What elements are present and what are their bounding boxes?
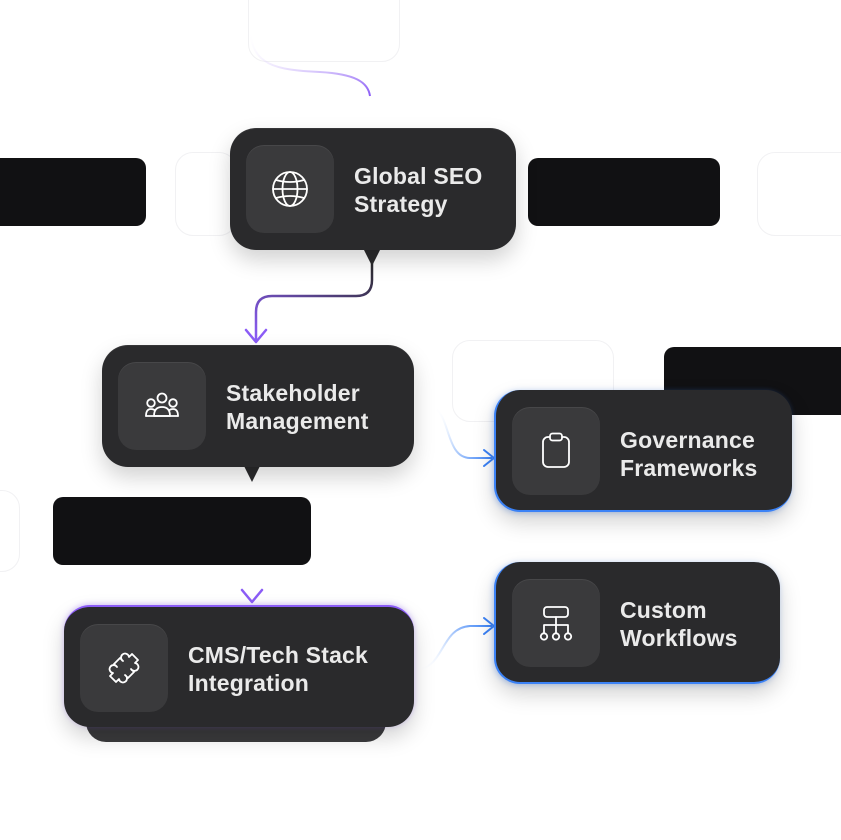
- globe-icon-box: [246, 145, 334, 233]
- clipboard-icon-box: [512, 407, 600, 495]
- node-label-line2: Management: [226, 408, 369, 434]
- node-label: Global SEO Strategy: [354, 162, 483, 218]
- node-governance-frameworks[interactable]: Governance Frameworks: [494, 390, 792, 512]
- placeholder-bar-mid-left: [53, 497, 311, 565]
- node-label-line2: Integration: [188, 670, 310, 696]
- port-stakeholder-bottom: [244, 466, 260, 482]
- node-label-line1: Global SEO: [354, 163, 483, 189]
- arrowhead-workflows: [483, 617, 495, 635]
- arrowhead-cms: [240, 588, 264, 604]
- node-label-line2: Strategy: [354, 191, 448, 217]
- ghost-card-left: [175, 152, 237, 236]
- node-global-seo-strategy[interactable]: Global SEO Strategy: [230, 128, 516, 250]
- node-label: Governance Frameworks: [620, 426, 758, 482]
- node-label-line2: Workflows: [620, 625, 738, 651]
- puzzle-icon-box: [80, 624, 168, 712]
- globe-icon: [272, 171, 308, 207]
- node-stakeholder-management[interactable]: Stakeholder Management: [102, 345, 414, 467]
- arrowhead-governance: [483, 449, 495, 467]
- node-custom-workflows[interactable]: Custom Workflows: [494, 562, 780, 684]
- hierarchy-icon: [539, 606, 573, 641]
- node-label: Stakeholder Management: [226, 379, 369, 435]
- people-group-icon-box: [118, 362, 206, 450]
- ghost-card-right: [757, 152, 841, 236]
- node-label-line1: Stakeholder: [226, 380, 360, 406]
- node-label-line1: Custom: [620, 597, 707, 623]
- arrowhead-stakeholder: [244, 328, 268, 344]
- placeholder-bar-left: [0, 158, 146, 226]
- node-cms-tech-stack-integration[interactable]: CMS/Tech Stack Integration: [64, 605, 414, 727]
- connector-seo-to-stakeholder: [254, 262, 374, 340]
- node-label: CMS/Tech Stack Integration: [188, 641, 368, 697]
- node-label-line1: CMS/Tech Stack: [188, 642, 369, 668]
- node-label-line1: Governance: [620, 427, 755, 453]
- people-group-icon: [145, 392, 179, 417]
- port-seo-bottom: [364, 250, 380, 266]
- ghost-card-far-left: [0, 490, 20, 572]
- placeholder-bar-right: [528, 158, 720, 226]
- ghost-card-top: [248, 0, 400, 62]
- node-label-line2: Frameworks: [620, 455, 758, 481]
- hierarchy-icon-box: [512, 579, 600, 667]
- connector-cms-to-workflows: [415, 625, 492, 671]
- node-label: Custom Workflows: [620, 596, 738, 652]
- clipboard-icon: [542, 432, 570, 468]
- puzzle-icon: [108, 652, 140, 684]
